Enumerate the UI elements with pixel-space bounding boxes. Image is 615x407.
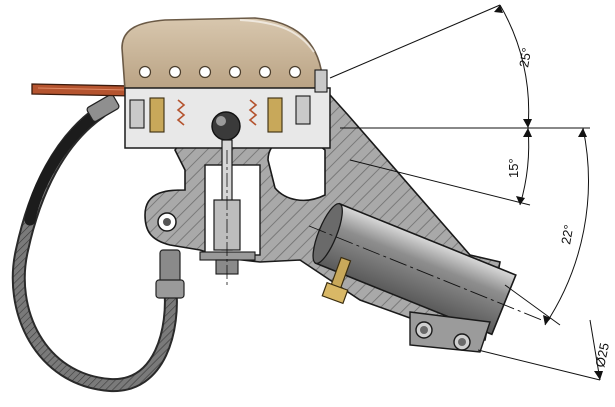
valve-stem [199, 139, 256, 285]
cylinder [308, 202, 551, 336]
adjusting-screw [321, 256, 352, 305]
braided-hose [11, 94, 185, 393]
dimension-angle-top: 25° [516, 47, 534, 69]
dimension-angle-mid: 15° [506, 158, 521, 178]
mechanism-block [124, 69, 331, 149]
top-housing [121, 17, 323, 91]
control-lever [31, 83, 138, 97]
mounting-bracket [409, 311, 491, 353]
dimension-diameter: Ø25 [592, 341, 612, 368]
dimension-arrows [494, 5, 603, 380]
dimension-angle-low: 22° [558, 224, 576, 246]
